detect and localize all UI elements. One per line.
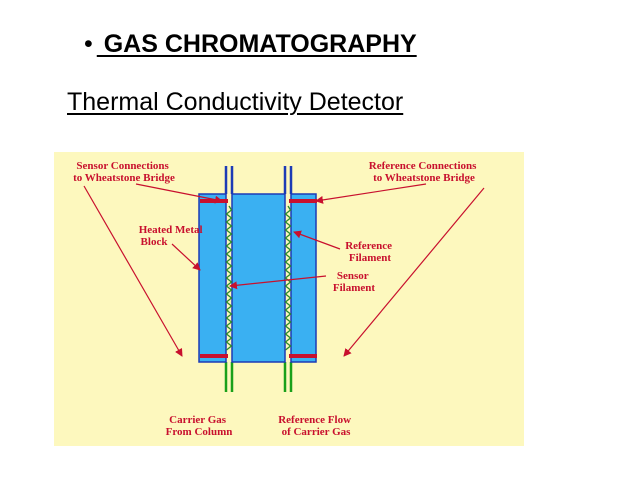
sensor-top-tube [224,166,234,194]
slide-title-row: • GAS CHROMATOGRAPHY [84,30,417,59]
carrier-gas-tube [224,362,234,392]
label-heated-block: Heated Metal Block [139,224,206,248]
bullet: • [84,30,93,58]
heated-block-center [231,193,286,363]
label-sensor-connections: Sensor Connections to Wheatstone Bridge [73,160,175,184]
heated-block-left [198,193,227,363]
arrow-heated-block [171,243,201,271]
reference-gas-tube [283,362,293,392]
arrow-ref-conn-top [315,183,427,204]
slide-subtitle: Thermal Conductivity Detector [67,88,404,116]
slide-title: GAS CHROMATOGRAPHY [96,30,417,58]
arrow-ref-conn-bottom [343,187,485,357]
label-sensor-filament: Sensor Filament [333,270,375,294]
arrow-sensor-conn-top [135,183,223,204]
sensor-connection-top [200,199,228,203]
label-reference-filament: Reference Filament [345,240,395,264]
reference-connection-top [289,199,317,203]
reference-filament [284,205,292,351]
arrow-reference-filament [293,230,341,250]
label-reference-flow: Reference Flow of Carrier Gas [278,414,354,438]
tcd-diagram: Sensor Connections to Wheatstone Bridge … [54,152,524,446]
sensor-connection-bottom [200,354,228,358]
reference-top-tube [283,166,293,194]
label-reference-connections: Reference Connections to Wheatstone Brid… [369,160,479,184]
arrow-sensor-filament [229,275,327,290]
reference-connection-bottom [289,354,317,358]
arrow-sensor-conn-bottom [83,185,183,357]
sensor-filament [225,205,233,351]
label-carrier-gas: Carrier Gas From Column [166,414,233,438]
